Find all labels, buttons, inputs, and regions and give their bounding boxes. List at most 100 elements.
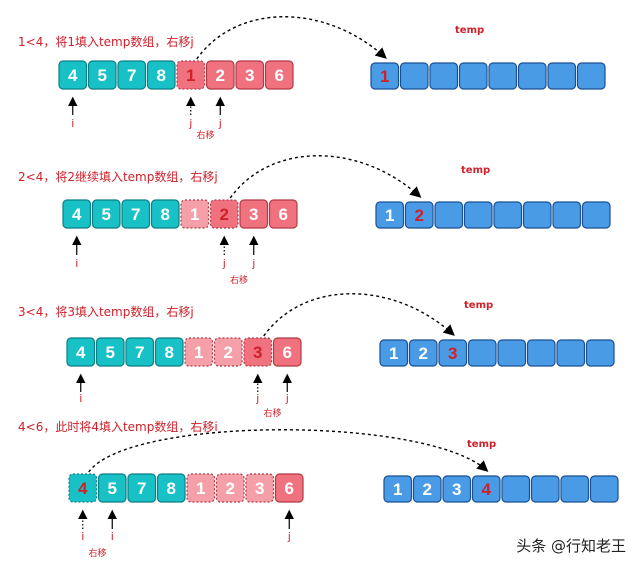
source-cell-value: 7	[131, 205, 140, 224]
source-cell-value: 7	[127, 66, 136, 85]
shift-label: 右移	[263, 407, 281, 419]
pointer-label: j	[255, 392, 259, 405]
temp-cell	[497, 339, 527, 367]
source-cell-value: 8	[165, 343, 174, 362]
source-cell	[62, 199, 92, 229]
source-cell-value: 7	[137, 479, 146, 498]
source-cell	[274, 473, 304, 503]
source-cell-value: 2	[226, 479, 235, 498]
move-arrow	[229, 155, 422, 199]
temp-cell	[463, 201, 493, 229]
pointer-label: j	[285, 392, 289, 405]
source-cell-value: 6	[285, 479, 294, 498]
source-cell	[264, 60, 294, 90]
temp-cell	[552, 201, 582, 229]
temp-cell	[408, 339, 438, 367]
source-cell	[95, 337, 125, 367]
temp-cell-value: 1	[389, 344, 398, 363]
source-cell	[235, 60, 265, 90]
source-cell-value: 3	[249, 205, 258, 224]
temp-cell	[488, 62, 518, 90]
source-cell	[66, 337, 96, 367]
source-cell-value: 5	[102, 205, 111, 224]
source-cell	[117, 60, 147, 90]
move-arrow	[196, 16, 387, 60]
temp-cell	[467, 339, 497, 367]
pointer-label: i	[75, 257, 78, 270]
step-caption: 3<4，将3填入temp数组，右移j	[18, 304, 194, 319]
source-cell-value: 2	[216, 66, 225, 85]
temp-label: temp	[455, 25, 484, 36]
temp-label: temp	[467, 439, 496, 450]
temp-label: temp	[464, 300, 493, 311]
pointer-label: j	[188, 117, 192, 130]
step-caption: 1<4，将1填入temp数组，右移j	[18, 34, 194, 49]
source-cell	[245, 473, 275, 503]
source-cell	[176, 60, 206, 90]
source-cell-value: 4	[78, 479, 88, 498]
source-cell-value: 1	[196, 479, 205, 498]
temp-cell	[442, 475, 472, 503]
source-cell	[91, 199, 121, 229]
source-cell	[180, 199, 210, 229]
pointer-label: i	[79, 392, 82, 405]
pointer-label: j	[251, 257, 255, 270]
temp-cell	[379, 339, 409, 367]
temp-cell	[471, 475, 501, 503]
source-cell-value: 3	[253, 343, 262, 362]
source-cell-value: 7	[135, 343, 144, 362]
temp-cell	[383, 475, 413, 503]
source-cell	[125, 337, 155, 367]
temp-cell	[412, 475, 442, 503]
temp-cell	[530, 475, 560, 503]
source-cell-value: 4	[72, 205, 82, 224]
source-cell	[156, 473, 186, 503]
source-cell-value: 2	[220, 205, 229, 224]
source-cell-value: 6	[275, 66, 284, 85]
step-caption: 4<6，此时将4填入temp数组，右移i	[18, 419, 218, 434]
shift-label: 右移	[230, 274, 248, 286]
temp-cell	[429, 62, 459, 90]
source-cell-value: 3	[255, 479, 264, 498]
source-cell-value: 1	[194, 343, 203, 362]
pointer-label: i	[71, 117, 74, 130]
temp-cell	[399, 62, 429, 90]
temp-array: 1	[370, 62, 606, 90]
source-cell	[186, 473, 216, 503]
source-cell	[213, 337, 243, 367]
temp-cell-value: 1	[393, 480, 402, 499]
source-cell	[87, 60, 117, 90]
source-cell	[121, 199, 151, 229]
source-cell	[239, 199, 269, 229]
temp-cell	[522, 201, 552, 229]
source-cell-value: 4	[76, 343, 86, 362]
source-cell	[243, 337, 273, 367]
temp-cell-value: 2	[423, 480, 432, 499]
pointer-label: j	[218, 117, 222, 130]
temp-cell	[576, 62, 606, 90]
pointer-label: j	[222, 257, 226, 270]
source-cell-value: 6	[279, 205, 288, 224]
temp-cell	[438, 339, 468, 367]
temp-cell-value: 4	[482, 480, 492, 499]
shift-label: 右移	[196, 129, 214, 141]
temp-cell	[370, 62, 400, 90]
source-cell	[68, 473, 98, 503]
temp-cell-value: 2	[419, 344, 428, 363]
source-cell-value: 6	[283, 343, 292, 362]
pointer-label: j	[287, 530, 291, 543]
source-cell-value: 5	[108, 479, 117, 498]
temp-cell	[501, 475, 531, 503]
temp-label: temp	[461, 165, 490, 176]
source-cell	[150, 199, 180, 229]
source-cell-value: 1	[190, 205, 199, 224]
